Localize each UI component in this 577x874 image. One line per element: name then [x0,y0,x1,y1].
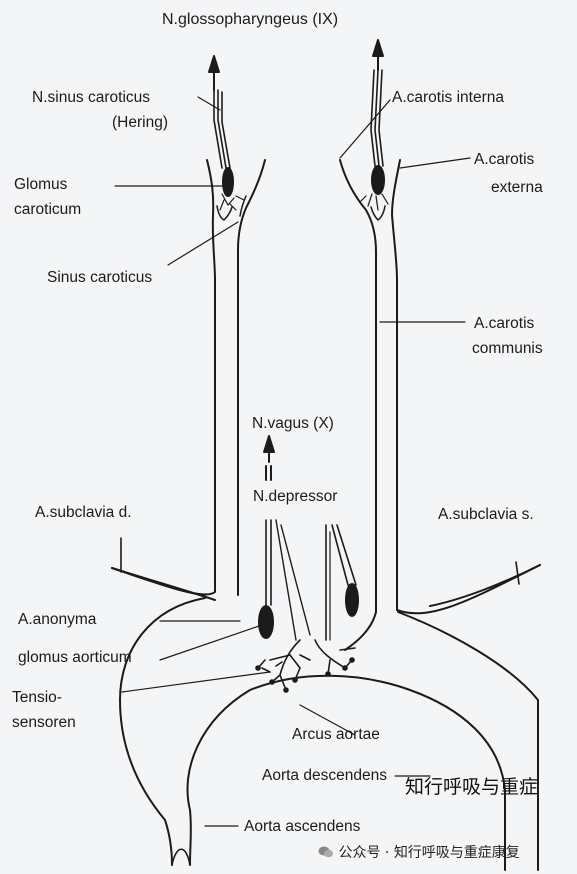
right-carotid-artery [339,159,541,651]
label-sinus-caroticus-nerve-1: N.sinus caroticus [32,89,151,106]
label-arcus-aortae: Arcus aortae [292,726,380,743]
label-sinus-caroticus-nerve-2: (Hering) [112,114,168,131]
label-tensio-2: sensoren [12,714,76,731]
label-glossopharyngeus: N.glossopharyngeus (IX) [162,11,339,28]
label-glomus-caroticum-2: caroticum [14,201,82,218]
nerve-arrows [208,39,384,481]
label-glomus-caroticum-1: Glomus [14,176,68,193]
subclavian-arteries [111,537,541,607]
label-glomus-aorticum: glomus aorticum [18,649,132,666]
footer-separator: · [384,845,390,861]
label-anonyma: A.anonyma [18,611,97,628]
label-aorta-descendens: Aorta descendens [262,767,387,784]
watermark-overlay: 知行呼吸与重症 [405,776,539,798]
tensio-sensor-branches [255,639,356,693]
label-aorta-ascendens: Aorta ascendens [244,818,361,835]
label-tensio-1: Tensio- [12,689,62,706]
right-carotid-glomus [359,69,389,211]
footer-account-name: 知行呼吸与重症康复 [393,845,520,861]
label-carotis-externa-2: externa [491,179,543,196]
up-arrow-icon [372,39,384,57]
left-carotid-artery [111,159,266,596]
up-arrow-icon [208,55,220,73]
leader-lines [114,96,471,827]
watermark-footer: 公众号 · 知行呼吸与重症康复 [318,842,520,862]
label-vagus: N.vagus (X) [252,415,334,432]
up-arrow-icon [263,435,275,453]
wechat-icon [318,845,334,859]
label-subclavia-s: A.subclavia s. [438,506,534,523]
label-depressor: N.depressor [253,488,338,505]
aortic-glomus-bodies [258,519,359,641]
label-subclavia-d: A.subclavia d. [35,504,132,521]
left-carotid-glomus [213,89,245,211]
label-carotis-externa-1: A.carotis [474,151,535,168]
label-sinus-caroticus: Sinus caroticus [47,269,153,286]
label-carotis-interna: A.carotis interna [392,89,504,106]
label-carotis-communis-1: A.carotis [474,315,535,332]
footer-prefix: 公众号 [338,845,381,861]
label-carotis-communis-2: communis [472,340,543,357]
